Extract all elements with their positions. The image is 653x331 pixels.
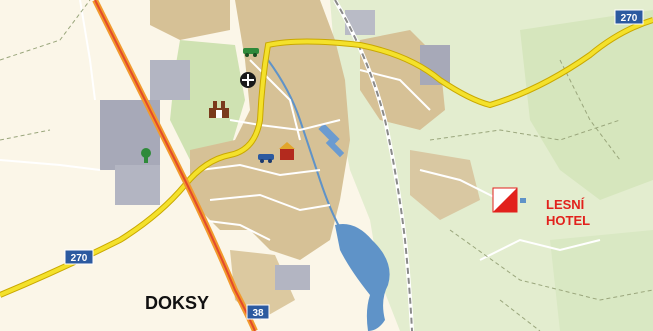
route-shield-270-left[interactable]: 270 [64,249,94,265]
urban-area-doksy [190,0,350,260]
lake [335,224,390,331]
route-shield-38-bottom[interactable]: 38 [246,304,270,320]
route-shield-label: 38 [252,308,264,319]
minor-streets [0,0,601,261]
route-shield-background [64,249,94,265]
forest-area-southeast [550,230,653,331]
hotel-icon[interactable] [279,142,295,160]
railway [334,0,413,331]
road-270[interactable] [0,18,653,297]
castle-icon[interactable] [209,101,229,118]
route-shield-label: 270 [621,13,638,24]
urban-area-northwest [150,0,230,40]
pond [318,123,340,145]
route-shield-background [246,304,270,320]
route-shield-background [614,9,644,25]
industrial-block [115,165,160,205]
industrial-block [150,60,190,100]
urban-area-east [410,150,480,220]
tree-icon[interactable] [141,148,151,163]
road-38[interactable] [94,0,256,331]
hotel-label-line2: HOTEL [546,213,590,228]
town-label-doksy: DOKSY [145,293,209,313]
industrial-block [275,265,310,290]
orienteering-flag-icon[interactable] [492,187,518,213]
pond [325,138,345,158]
forest-area-northeast [520,10,653,200]
car-service-icon[interactable] [258,154,274,163]
car-icon[interactable] [243,48,259,57]
hotel-label-line1: LESNÍ [546,197,585,212]
junction-icon[interactable] [240,72,256,88]
route-shield-label: 270 [71,253,88,264]
hotel-building [520,198,526,203]
route-shield-270-top-right[interactable]: 270 [614,9,644,25]
